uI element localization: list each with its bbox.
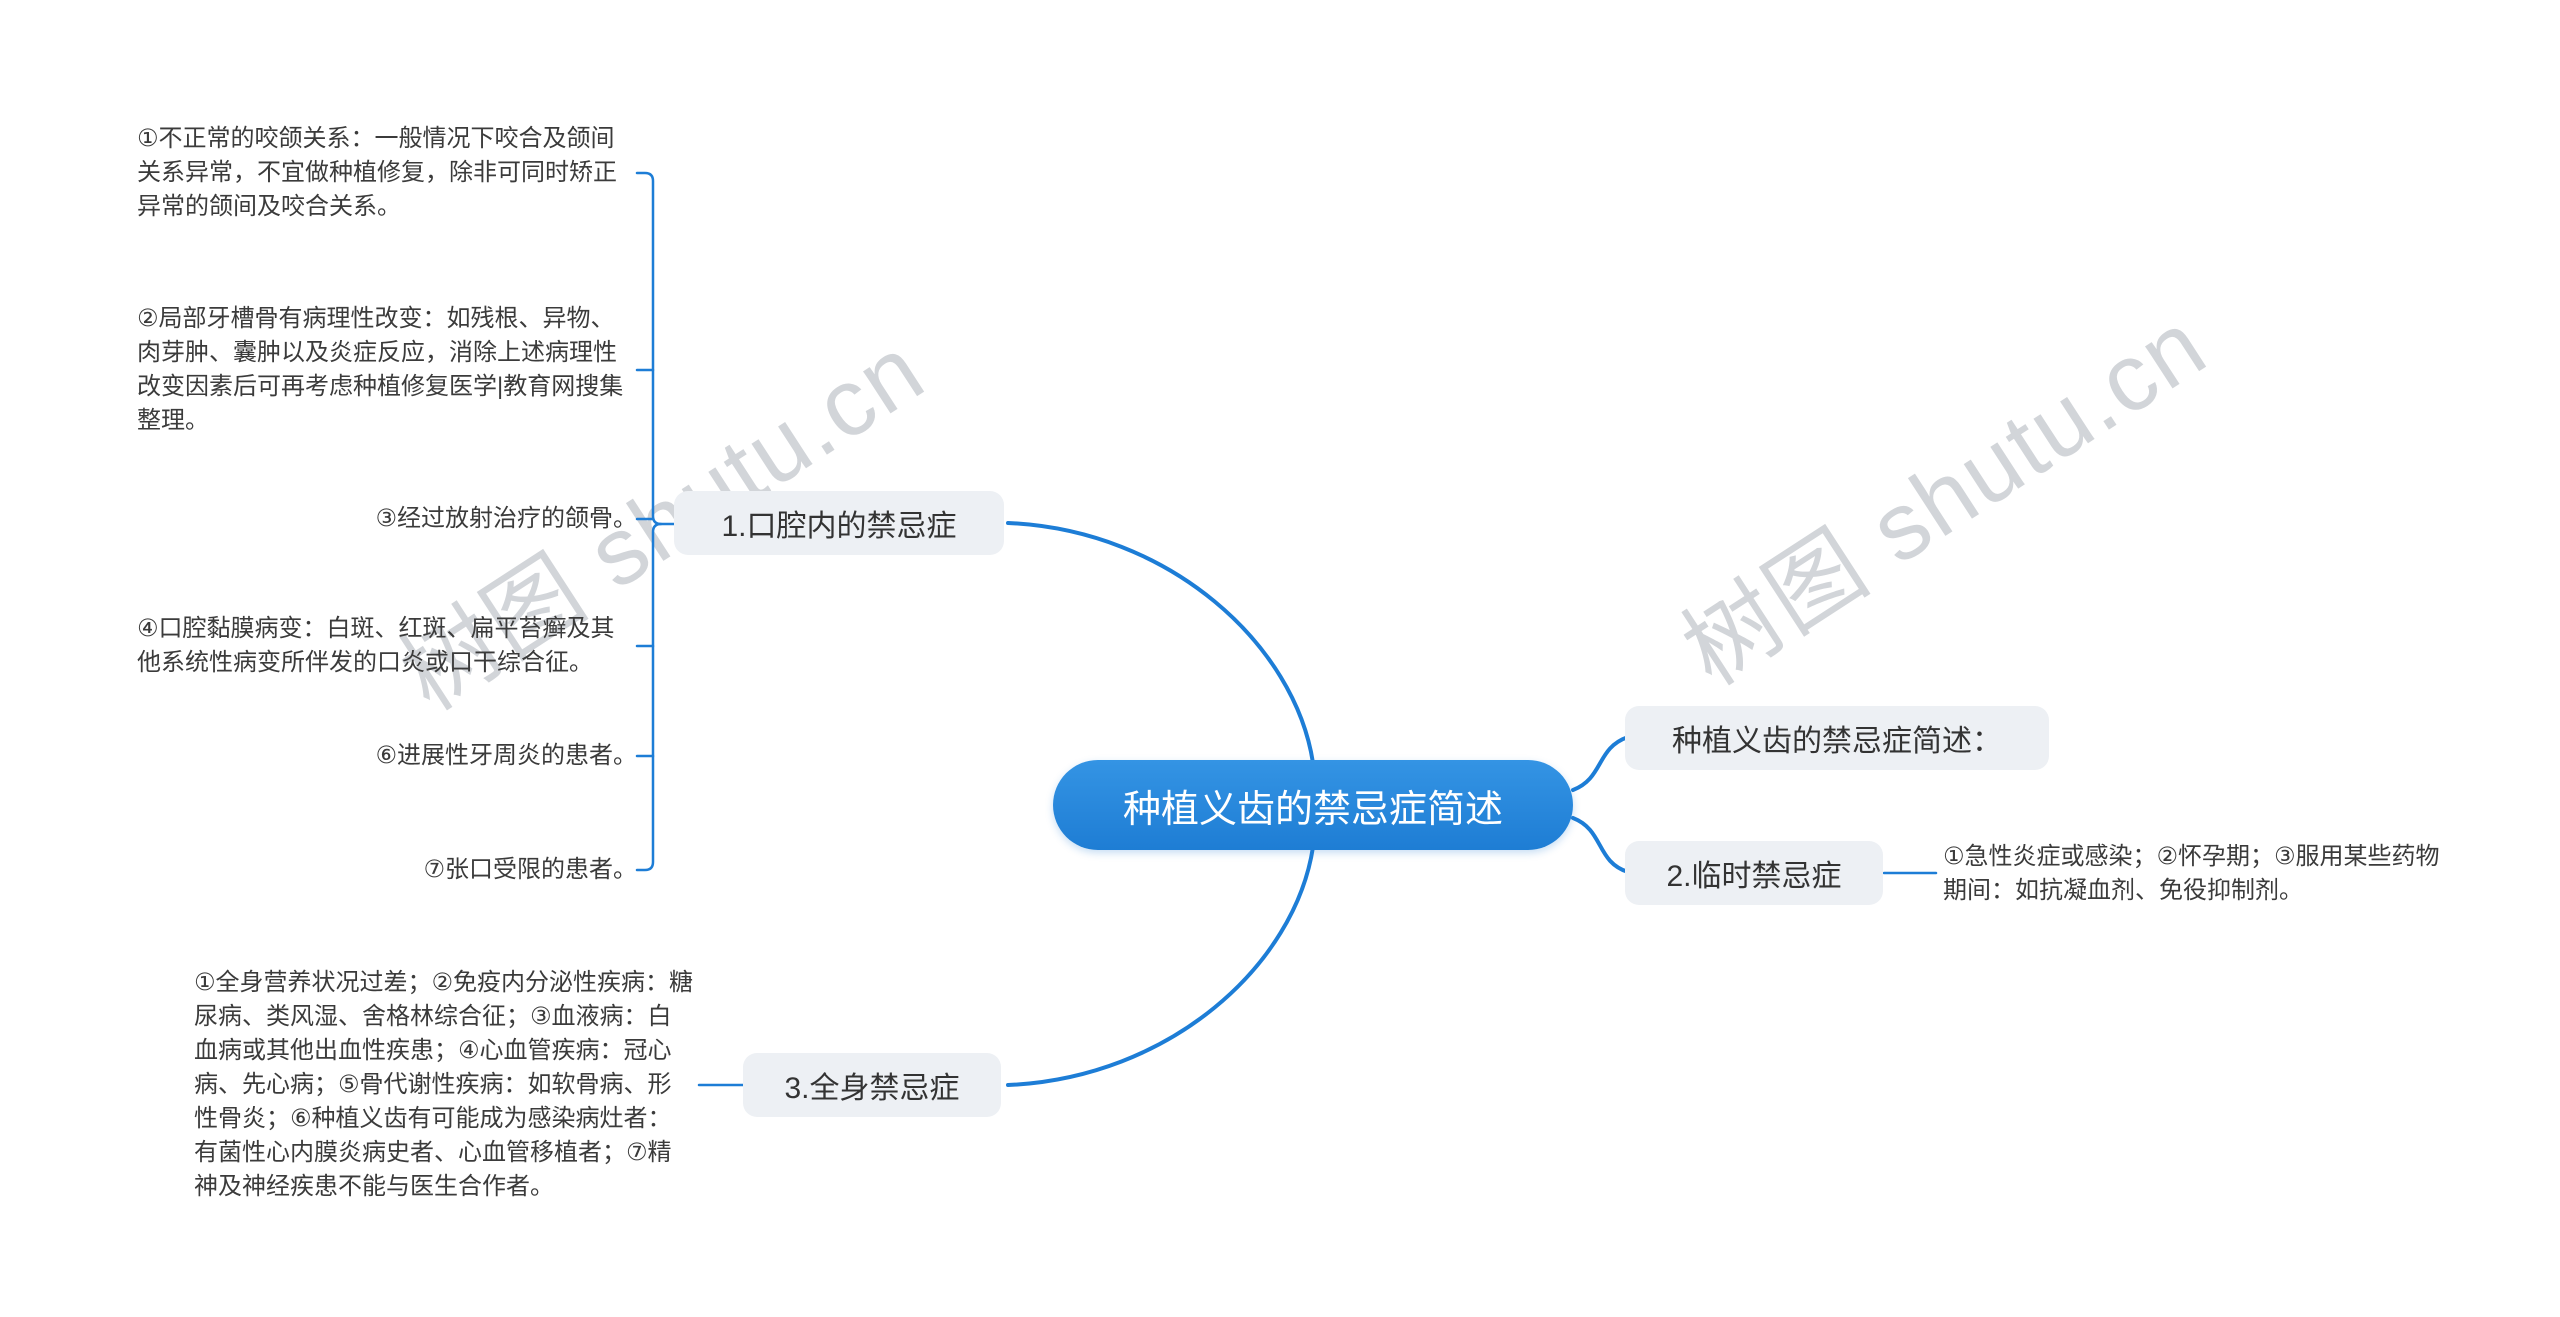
edge-root-overview <box>1571 735 1630 792</box>
leaf-temporary-detail[interactable]: ①急性炎症或感染；②怀孕期；③服用某些药物期间：如抗凝血剂、免役抑制剂。 <box>1943 843 2440 904</box>
leaf-oral-item7[interactable]: ⑦张口受限的患者。 <box>423 856 637 883</box>
leaf-systemic-detail[interactable]: ①全身营养状况过差；②免疫内分泌性疾病：糖尿病、类风湿、舍格林综合征；③血液病：… <box>194 969 694 1200</box>
edge-root-systemic <box>1006 845 1315 1087</box>
leaf-oral-item4[interactable]: ④口腔黏膜病变：白斑、红斑、扁平苔癣及其他系统性病变所伴发的口炎或口干综合征。 <box>137 615 615 676</box>
branch-node-oral-contraindications[interactable]: 1.口腔内的禁忌症 <box>674 491 1004 555</box>
branch-node-systemic-contraindications[interactable]: 3.全身禁忌症 <box>743 1053 1001 1117</box>
leaf-oral-item1[interactable]: ①不正常的咬颌关系：一般情况下咬合及颌间关系异常，不宜做种植修复，除非可同时矫正… <box>137 125 617 220</box>
edge-oral-trunk-down <box>635 522 663 872</box>
root-topic-node[interactable]: 种植义齿的禁忌症简述 <box>1053 760 1573 850</box>
leaf-oral-item2[interactable]: ②局部牙槽骨有病理性改变：如残根、异物、肉芽肿、囊肿以及炎症反应，消除上述病理性… <box>137 305 624 434</box>
edge-oral-trunk-up <box>635 171 676 526</box>
leaf-oral-item6[interactable]: ⑥进展性牙周炎的患者。 <box>375 742 637 769</box>
branch-node-temporary-contraindications[interactable]: 2.临时禁忌症 <box>1625 841 1883 905</box>
branch-node-overview[interactable]: 种植义齿的禁忌症简述： <box>1625 706 2049 770</box>
edge-root-temporary <box>1571 816 1630 874</box>
edge-root-oral <box>1006 521 1315 765</box>
leaf-oral-item3[interactable]: ③经过放射治疗的颌骨。 <box>375 505 637 532</box>
